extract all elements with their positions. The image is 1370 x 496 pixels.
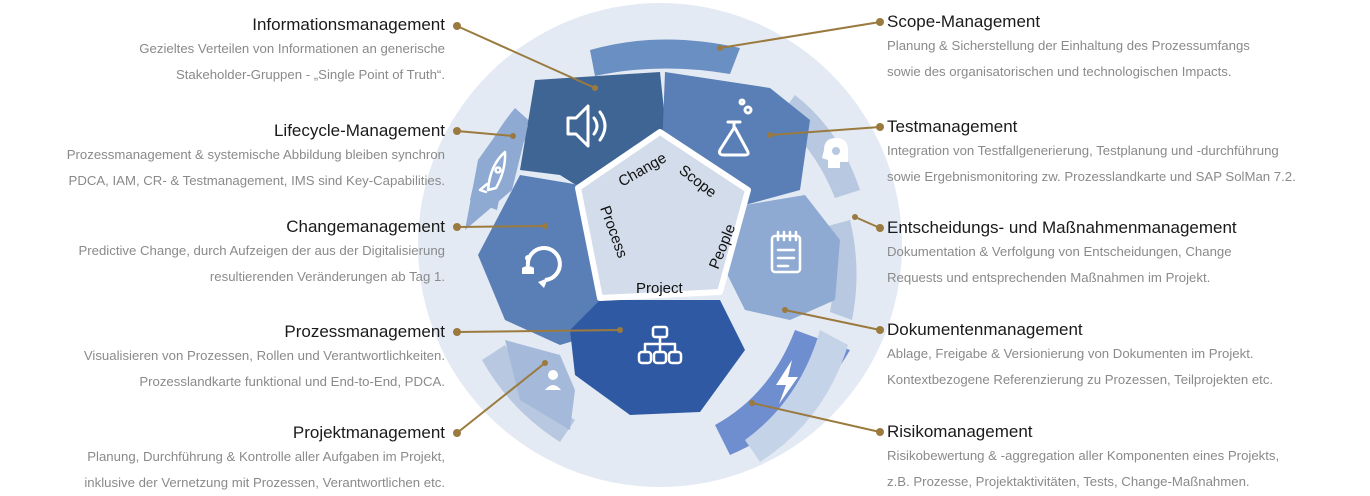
item-dokumentenmanagement: Dokumentenmanagement Ablage, Freigabe & … <box>887 319 1357 393</box>
item-line: Visualisieren von Prozessen, Rollen und … <box>83 348 445 363</box>
item-title: Testmanagement <box>887 117 1018 136</box>
item-line: sowie Ergebnismonitoring zw. Prozessland… <box>887 169 1296 184</box>
head-gear-icon <box>822 138 848 168</box>
item-line: Predictive Change, durch Aufzeigen der a… <box>78 243 445 258</box>
item-title: Projektmanagement <box>292 423 445 442</box>
item-line: Risikobewertung & -aggregation aller Kom… <box>887 448 1280 463</box>
item-line: Requests und entsprechenden Maßnahmen im… <box>887 270 1211 285</box>
flask-icon <box>718 98 753 157</box>
item-line: Prozessmanagement & systemische Abbildun… <box>66 147 445 162</box>
item-line: Ablage, Freigabe & Versionierung von Dok… <box>887 346 1254 361</box>
item-line: resultierenden Veränderungen ab Tag 1. <box>209 269 445 284</box>
item-line: inklusive der Vernetzung mit Prozessen, … <box>84 475 445 490</box>
item-line: z.B. Prozesse, Projektaktivitäten, Tests… <box>887 474 1250 489</box>
org-chart-icon <box>637 325 683 365</box>
piece-project <box>505 340 575 430</box>
piece-test <box>662 72 810 205</box>
item-line: Planung, Durchführung & Kontrolle aller … <box>87 449 445 464</box>
item-informationsmanagement: Informationsmanagement Gezieltes Verteil… <box>0 14 445 88</box>
item-line: Integration von Testfallgenerierung, Tes… <box>887 143 1279 158</box>
item-title: Scope-Management <box>887 12 1041 31</box>
item-changemanagement: Changemanagement Predictive Change, durc… <box>0 216 445 290</box>
item-title: Informationsmanagement <box>252 15 445 34</box>
item-line: PDCA, IAM, CR- & Testmanagement, IMS sin… <box>68 173 445 188</box>
connector-lines <box>456 21 881 434</box>
center-pentagon <box>575 129 751 301</box>
item-risikomanagement: Risikomanagement Risikobewertung & -aggr… <box>887 421 1357 495</box>
item-title: Changemanagement <box>286 217 445 236</box>
lightning-icon <box>776 360 798 404</box>
rocket-icon <box>478 150 507 194</box>
item-line: Planung & Sicherstellung der Einhaltung … <box>887 38 1250 53</box>
item-title: Dokumentenmanagement <box>887 320 1083 339</box>
center-label-project: Project <box>636 280 684 297</box>
item-title: Risikomanagement <box>887 422 1033 441</box>
item-title: Entscheidungs- und Maßnahmenmanagement <box>887 218 1237 237</box>
notepad-icon <box>770 230 802 274</box>
item-prozessmanagement: Prozessmanagement Visualisieren von Proz… <box>0 321 445 395</box>
item-projektmanagement: Projektmanagement Planung, Durchführung … <box>0 422 445 496</box>
item-line: sowie des organisatorischen und technolo… <box>887 64 1232 79</box>
rim-segment-top <box>590 39 740 76</box>
item-entscheidungsmanagement: Entscheidungs- und Maßnahmenmanagement D… <box>887 217 1357 291</box>
person-pin-icon <box>545 370 561 390</box>
item-line: Dokumentation & Verfolgung von Entscheid… <box>887 244 1232 259</box>
rim-segment-right-lower <box>745 330 848 462</box>
item-testmanagement: Testmanagement Integration von Testfallg… <box>887 116 1357 190</box>
item-title: Lifecycle-Management <box>273 121 445 140</box>
item-title: Prozessmanagement <box>284 322 445 341</box>
speaker-icon <box>566 104 607 148</box>
item-line: Stakeholder-Gruppen - „Single Point of T… <box>175 67 445 82</box>
change-cycle-icon <box>522 246 562 288</box>
item-lifecycle-management: Lifecycle-Management Prozessmanagement &… <box>0 120 445 194</box>
item-line: Kontextbezogene Referenzierung zu Prozes… <box>887 372 1274 387</box>
piece-process <box>570 300 745 415</box>
item-scope-management: Scope-Management Planung & Sicherstellun… <box>887 11 1357 85</box>
item-line: Prozesslandkarte funktional und End-to-E… <box>139 374 445 389</box>
item-line: Gezieltes Verteilen von Informationen an… <box>139 41 445 56</box>
connector-dots <box>453 18 884 437</box>
